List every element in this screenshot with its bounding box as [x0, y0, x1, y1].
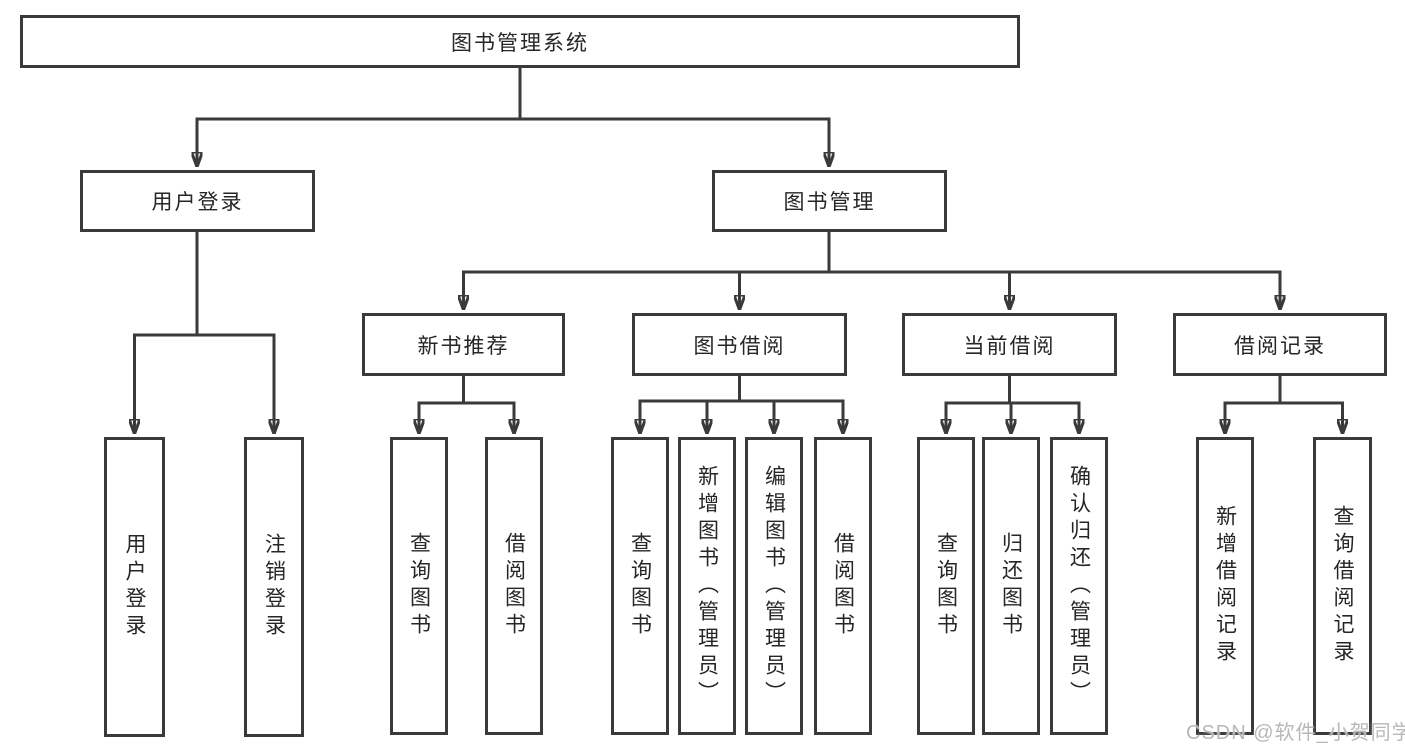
leaf-nbr-borrow-books-label: 借阅图书 [502, 532, 526, 640]
leaf-nbr-query-books-label: 查询图书 [407, 532, 431, 640]
leaf-br-query-record: 查询借阅记录 [1313, 437, 1372, 735]
leaf-cb-confirm-return: 确认归还（管理员） [1050, 437, 1108, 735]
edge-bb-trunk [638, 374, 845, 403]
edge-bookmgmt-trunk [462, 230, 1282, 274]
node-book-mgmt-label: 图书管理 [783, 191, 876, 214]
edge-root-trunk [195, 66, 831, 121]
leaf-bb-add-books-label: 新增图书（管理员） [695, 464, 719, 708]
leaf-cb-query-books: 查询图书 [917, 437, 975, 735]
leaf-user-login-label: 用户登录 [123, 533, 146, 641]
node-current-borrow: 当前借阅 [902, 313, 1117, 376]
leaf-logout: 注销登录 [244, 437, 304, 737]
edge-br-trunk [1223, 374, 1344, 405]
node-root-label: 图书管理系统 [451, 31, 589, 55]
leaf-br-add-record-label: 新增借阅记录 [1213, 505, 1237, 667]
node-borrow-records-label: 借阅记录 [1234, 334, 1326, 358]
leaf-cb-confirm-return-label: 确认归还（管理员） [1067, 464, 1091, 708]
node-root: 图书管理系统 [20, 15, 1020, 68]
leaf-br-add-record: 新增借阅记录 [1196, 437, 1254, 735]
leaf-bb-add-books: 新增图书（管理员） [678, 437, 736, 735]
node-user-login: 用户登录 [80, 170, 315, 232]
leaf-logout-label: 注销登录 [262, 533, 286, 641]
leaf-cb-return-books-label: 归还图书 [999, 532, 1023, 640]
csdn-watermark: CSDN @软件_小贺同学 [1186, 722, 1405, 744]
leaf-bb-borrow-books-label: 借阅图书 [831, 532, 855, 640]
leaf-br-query-record-label: 查询借阅记录 [1331, 505, 1354, 667]
edge-cb-trunk [944, 374, 1081, 405]
leaf-nbr-query-books: 查询图书 [390, 437, 448, 735]
node-book-borrow: 图书借阅 [632, 313, 847, 376]
leaf-cb-return-books: 归还图书 [982, 437, 1040, 735]
node-borrow-records: 借阅记录 [1173, 313, 1387, 376]
leaf-bb-query-books-label: 查询图书 [628, 532, 652, 640]
edge-nbr-trunk [417, 374, 516, 405]
edge-userlogin-trunk [133, 230, 276, 337]
node-new-book-rec-label: 新书推荐 [417, 334, 510, 358]
node-book-borrow-label: 图书借阅 [693, 334, 786, 358]
leaf-bb-edit-books-label: 编辑图书（管理员） [762, 464, 786, 708]
leaf-bb-query-books: 查询图书 [611, 437, 669, 735]
leaf-nbr-borrow-books: 借阅图书 [485, 437, 543, 735]
leaf-cb-query-books-label: 查询图书 [934, 532, 958, 640]
node-current-borrow-label: 当前借阅 [963, 334, 1056, 358]
node-user-login-label: 用户登录 [151, 191, 244, 214]
leaf-bb-edit-books: 编辑图书（管理员） [745, 437, 803, 735]
node-new-book-rec: 新书推荐 [362, 313, 565, 376]
leaf-user-login: 用户登录 [104, 437, 165, 737]
leaf-bb-borrow-books: 借阅图书 [814, 437, 872, 735]
node-book-mgmt: 图书管理 [712, 170, 947, 232]
